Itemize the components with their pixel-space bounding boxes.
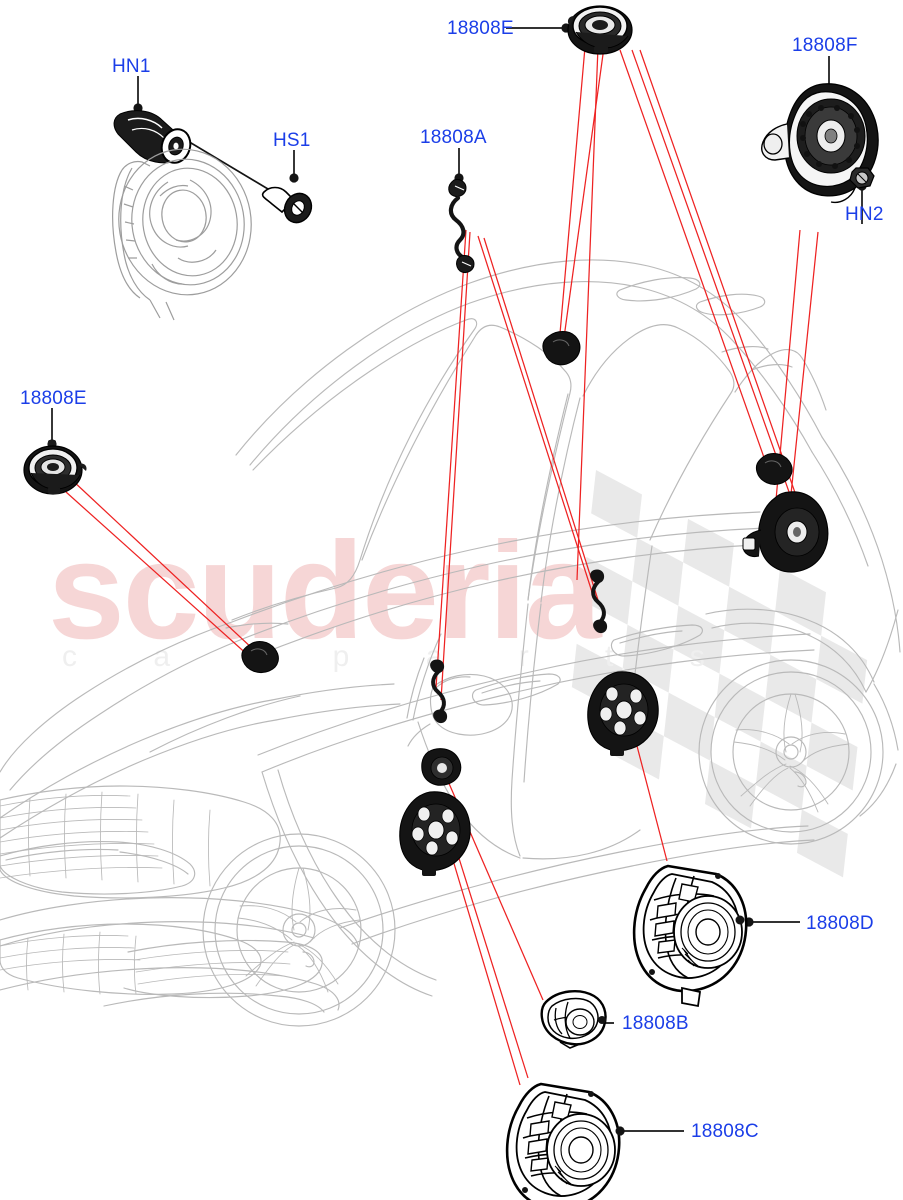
installed-speaker-rear-door [742, 491, 829, 573]
part-18808c-speaker-assembly [505, 1082, 625, 1200]
installed-speaker-small-front-door [421, 748, 462, 786]
part-label-18808e-left[interactable]: 18808E [20, 388, 87, 409]
part-speaker-housing-outline [112, 148, 252, 321]
part-18808a-harness [448, 179, 475, 273]
watermark-tagline-text: c a r p a r t s [62, 640, 739, 673]
installed-harness-rear-door [590, 569, 608, 634]
installed-speaker-rear-door-woofer [587, 671, 659, 756]
part-18808d-speaker-assembly [632, 864, 748, 1008]
part-18808b-speaker [540, 990, 607, 1049]
part-18808e-tweeter-top [567, 5, 633, 55]
part-18808e-tweeter-left [23, 440, 87, 495]
part-hs1-screw [261, 186, 313, 224]
part-hn1-nut [113, 110, 192, 164]
installed-harness-front-door [430, 659, 448, 724]
part-label-18808d[interactable]: 18808D [806, 913, 874, 934]
part-label-18808f[interactable]: 18808F [792, 35, 858, 56]
part-label-hn1[interactable]: HN1 [112, 56, 151, 77]
part-label-hn2[interactable]: HN2 [845, 204, 884, 225]
part-label-18808e-top[interactable]: 18808E [447, 18, 514, 39]
part-label-18808a[interactable]: 18808A [420, 127, 487, 148]
installed-speaker-front-door-woofer [399, 791, 471, 876]
placement-leader-lines [65, 46, 819, 1086]
part-label-hs1[interactable]: HS1 [273, 130, 311, 151]
installed-tweeter-windscreen [241, 641, 279, 674]
installed-tweeter-roof [542, 331, 581, 366]
part-label-18808b[interactable]: 18808B [622, 1013, 689, 1034]
part-18808f-speaker [761, 83, 879, 204]
part-hn2-nut [849, 167, 875, 189]
installed-tweeter-rear-quarter [755, 453, 793, 485]
part-label-18808c[interactable]: 18808C [691, 1121, 759, 1142]
